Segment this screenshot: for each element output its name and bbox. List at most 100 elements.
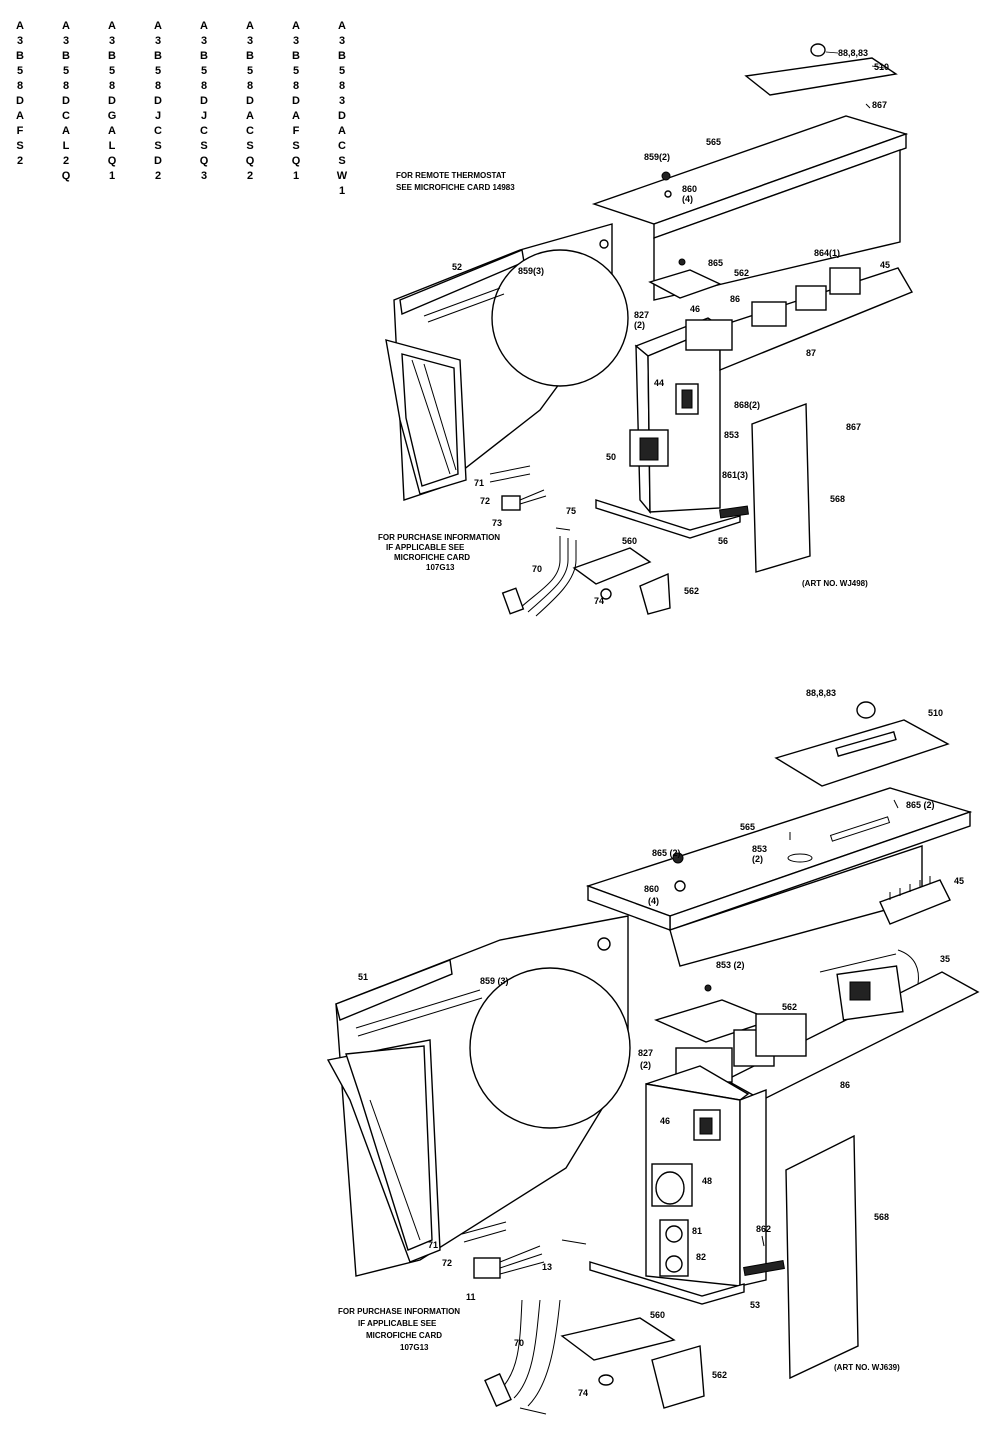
model-char: 3 [109, 35, 115, 47]
model-char: A [154, 20, 162, 32]
label-switch: 46 [660, 1116, 670, 1126]
frame-part [326, 915, 631, 1277]
label-clip: 853 [724, 430, 739, 440]
model-char: S [246, 140, 253, 152]
relay-part [724, 949, 980, 1101]
label-screw-f: 827 [638, 1048, 653, 1058]
model-char: 8 [201, 80, 207, 92]
model-char: A [338, 20, 346, 32]
note-thermostat-1: FOR REMOTE THERMOSTAT [396, 171, 506, 180]
model-char: S [338, 155, 345, 167]
label-bracket: 560 [650, 1310, 665, 1320]
model-char: A [200, 20, 208, 32]
art-number-top: (ART NO. WJ498) [802, 579, 868, 588]
model-char: F [17, 125, 24, 137]
model-char: 8 [339, 80, 345, 92]
model-char: W [337, 170, 348, 182]
model-char: 1 [109, 170, 115, 182]
label-clip: 862 [756, 1224, 771, 1234]
model-char: 5 [201, 65, 207, 77]
label-screw-h: 75 [566, 506, 576, 516]
label-control: 48 [702, 1176, 712, 1186]
model-char: 8 [109, 80, 115, 92]
top-labels: 88,8,83 510 867 565 859(2) 860 (4) 52 85… [378, 48, 890, 606]
model-char: D [154, 95, 162, 107]
model-char: 3 [339, 35, 345, 47]
model-char: 8 [155, 80, 161, 92]
label-screw-a: 859(2) [644, 152, 670, 162]
model-char: S [200, 140, 207, 152]
label-screw-d2: (2) [634, 320, 645, 330]
model-char: B [62, 50, 70, 62]
top-exploded-view [385, 43, 914, 617]
art-number-bottom: (ART NO. WJ639) [834, 1363, 900, 1372]
model-char: D [62, 95, 70, 107]
bushing-part [598, 1374, 614, 1386]
model-char: B [16, 50, 24, 62]
model-char: B [246, 50, 254, 62]
top-cover-part [585, 787, 973, 967]
model-char: C [338, 140, 346, 152]
label-switch-r2: 87 [806, 348, 816, 358]
model-char: B [338, 50, 346, 62]
knob-part [856, 701, 876, 719]
label-lead1: 71 [428, 1240, 438, 1250]
label-cap2: 82 [696, 1252, 706, 1262]
label-relay: 35 [940, 954, 950, 964]
label-cord: 70 [514, 1338, 524, 1348]
screw-icon [672, 852, 684, 864]
model-char: 5 [109, 65, 115, 77]
model-char: 5 [17, 65, 23, 77]
note-purchase-top-4: 107G13 [426, 563, 455, 572]
model-char: S [154, 140, 161, 152]
washer-icon [674, 880, 686, 892]
note-purchase-top-3: MICROFICHE CARD [394, 553, 470, 562]
label-lead2: 73 [492, 518, 502, 528]
model-char: 2 [155, 170, 161, 182]
model-char: 3 [17, 35, 23, 47]
label-cap1: 81 [692, 1226, 702, 1236]
label-screw-d: 827 [634, 310, 649, 320]
label-screw-f: 867 [846, 422, 861, 432]
model-char: Q [62, 170, 71, 182]
model-char: D [154, 155, 162, 167]
model-char: D [246, 95, 254, 107]
label-bushing: 74 [594, 596, 604, 606]
model-char: D [16, 95, 24, 107]
model-char: B [154, 50, 162, 62]
screw-icon [661, 171, 671, 181]
model-char: A [108, 20, 116, 32]
model-char: C [200, 125, 208, 137]
model-char: D [108, 95, 116, 107]
model-char: 8 [63, 80, 69, 92]
bottom-labels: 88,8,83 510 865 (2) 565 865 (2) 853 (2) … [338, 688, 964, 1398]
model-char: A [16, 110, 24, 122]
model-char: J [201, 110, 207, 122]
model-char: 2 [63, 155, 69, 167]
model-char: 5 [293, 65, 299, 77]
bar-part [719, 505, 749, 519]
control-box-part [595, 267, 914, 539]
wiring-part [489, 465, 577, 617]
model-char: C [154, 125, 162, 137]
note-purchase-bottom-4: 107G13 [400, 1343, 429, 1352]
model-char: 3 [293, 35, 299, 47]
label-screw-e: 868(2) [734, 400, 760, 410]
label-door: 568 [830, 494, 845, 504]
label-plate2: 562 [734, 268, 749, 278]
label-plate: 562 [782, 1002, 797, 1012]
label-screw-top: 867 [872, 100, 887, 110]
note-purchase-bottom-3: MICROFICHE CARD [366, 1331, 442, 1340]
model-char: S [292, 140, 299, 152]
model-char: 5 [155, 65, 161, 77]
note-purchase-bottom-2: IF APPLICABLE SEE [358, 1319, 437, 1328]
model-char: Q [246, 155, 255, 167]
model-char: 3 [63, 35, 69, 47]
label-bar: 56 [718, 536, 728, 546]
model-char: 2 [17, 155, 23, 167]
model-char: D [200, 95, 208, 107]
label-cord: 70 [532, 564, 542, 574]
model-char: G [108, 110, 117, 122]
model-char: 5 [339, 65, 345, 77]
label-knob: 88,8,83 [838, 48, 868, 58]
